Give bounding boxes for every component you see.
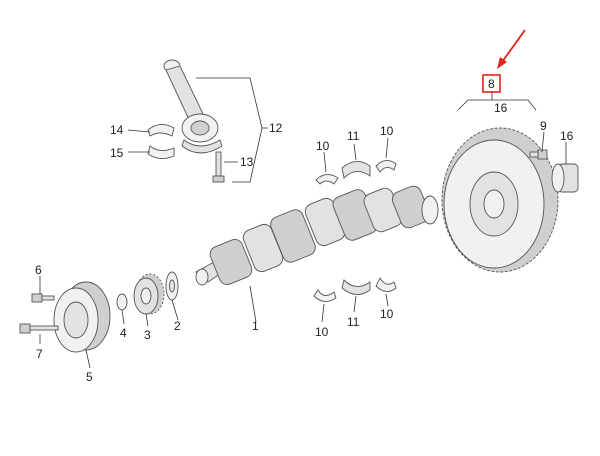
connecting-rod [163,59,223,154]
rod-bearing-lower [147,145,175,159]
thrust-washer-lower-right [375,277,397,292]
crankshaft [195,185,439,286]
callout-16-bracket: 16 [494,101,508,115]
callout-10-lower-left: 10 [315,325,329,339]
callout-8: 8 [488,77,495,91]
callout-16-right: 16 [560,129,574,143]
callout-4: 4 [120,326,127,340]
thrust-washer-upper-right [375,160,397,173]
damper-bolt-top [31,293,55,303]
thrust-washer-lower-left [313,289,337,302]
callout-10-lower-right: 10 [380,307,394,321]
callout-15: 15 [110,146,124,160]
thrust-washer [165,271,179,301]
callout-1: 1 [252,319,259,333]
callout-14: 14 [110,123,124,137]
callout-11-lower: 11 [347,315,360,329]
vibration-damper [53,281,111,353]
damper-bolt-bottom [19,323,59,334]
thrust-washer-upper-left [315,174,339,185]
callout-10-upper-right: 10 [380,124,394,138]
flywheel [441,127,559,273]
rod-bearing-upper [147,124,175,137]
red-arrow-icon [497,29,526,69]
callout-12: 12 [269,121,283,135]
sprocket [133,273,165,315]
pilot-bearing [551,163,579,193]
callout-11-upper: 11 [347,129,360,143]
callout-6: 6 [35,263,42,277]
highlight-box [482,74,501,93]
callout-9: 9 [540,119,547,133]
callout-5: 5 [86,370,93,384]
rod-bolt [212,151,225,183]
flywheel-bolt-bracket [457,99,537,111]
callout-10-upper-left: 10 [316,139,330,153]
callout-2: 2 [174,319,181,333]
callout-13: 13 [240,155,254,169]
main-bearing-upper [341,161,371,179]
spacer-ring [116,293,128,311]
callout-7: 7 [36,347,43,361]
leader-lines [39,129,567,369]
callout-3: 3 [144,328,151,342]
main-bearing-lower [341,279,371,295]
